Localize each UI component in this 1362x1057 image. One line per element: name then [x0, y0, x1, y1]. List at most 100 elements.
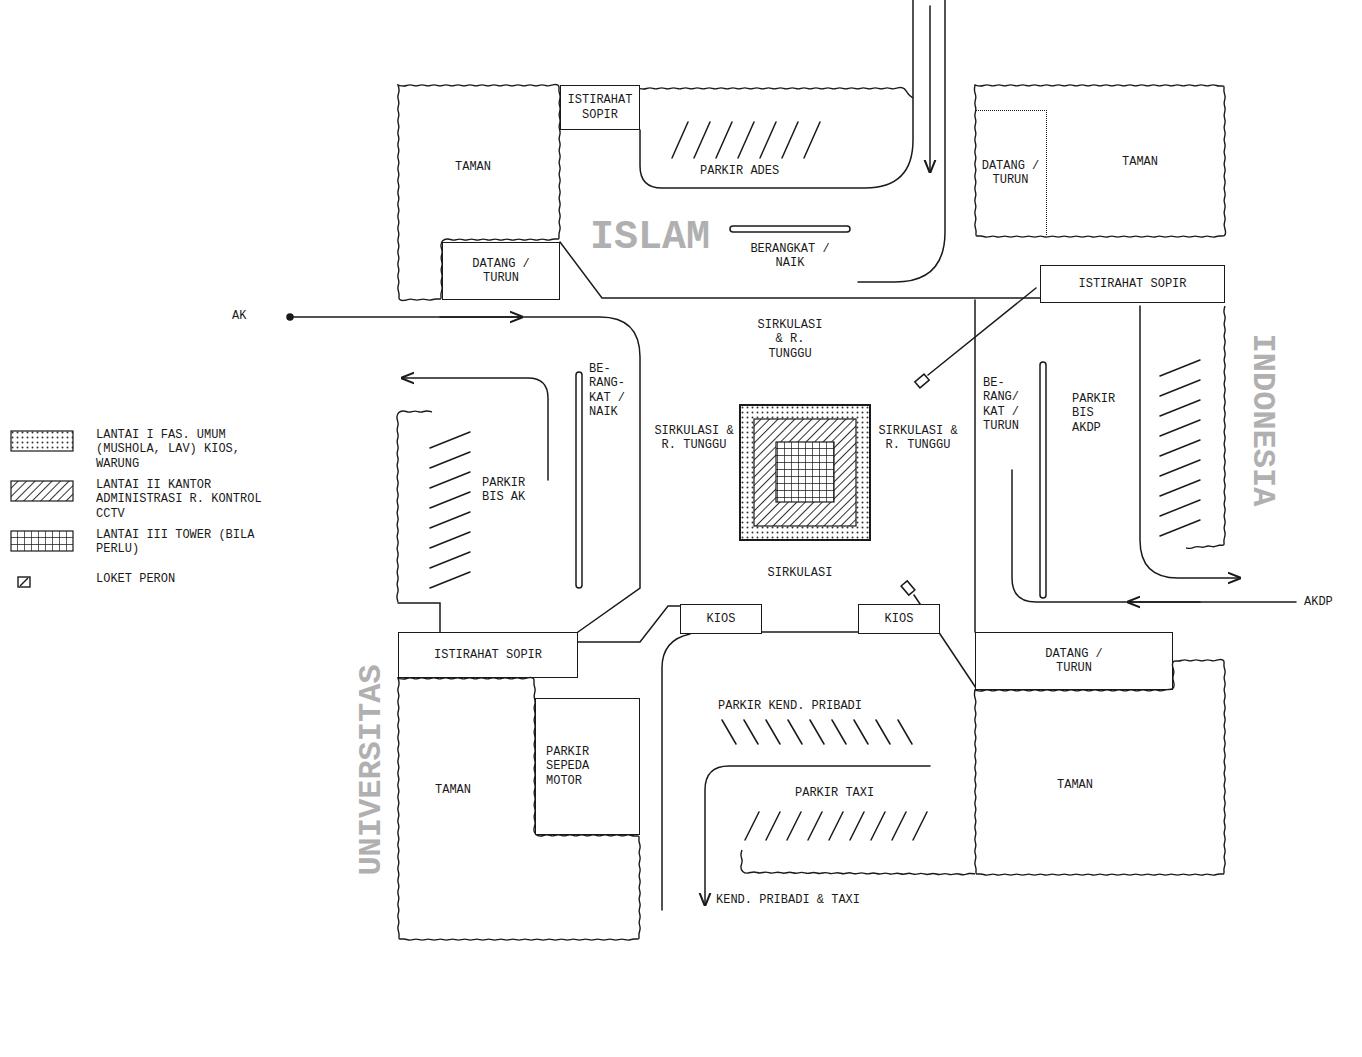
entry-arrow — [929, 6, 931, 172]
road-edge — [858, 0, 945, 282]
exit-arrow — [402, 378, 548, 480]
ticket-booth-box — [915, 374, 929, 388]
garden-edge — [741, 850, 975, 875]
kiosk-box: KIOS — [680, 604, 762, 634]
motorcycle-parking-box: PARKIR SEPEDA MOTOR — [535, 698, 640, 835]
ticket-booth-box — [901, 581, 915, 595]
parking-stripes — [745, 812, 927, 840]
lane-label: BERANGKAT / NAIK — [740, 242, 840, 271]
pattern-sample — [11, 431, 73, 451]
road-edge — [290, 317, 640, 632]
booth-symbol-slash — [20, 578, 28, 586]
road-edge — [1012, 470, 1296, 602]
garden-area: TAMAN — [398, 85, 560, 300]
garden-outline — [975, 85, 1225, 237]
legend-swatch — [10, 480, 76, 504]
area-label: PARKIR ADES — [700, 164, 820, 178]
ticket-booth — [901, 581, 915, 595]
garden-edge — [397, 411, 432, 602]
area-label: PARKIR KEND. PRIBADI — [718, 699, 878, 713]
watermark: ISLAM — [590, 214, 710, 262]
motorcycle-bar — [626, 736, 635, 808]
booth-symbol — [18, 577, 30, 587]
lane-label: BE- RANG- KAT / NAIK — [589, 362, 631, 420]
legend-swatch — [10, 430, 76, 454]
drop-off-box: DATANG / TURUN — [975, 110, 1047, 235]
area-label: PARKIR TAXI — [795, 786, 895, 800]
area-name: ISTIRAHAT SOPIR — [564, 93, 636, 122]
exit-arrow — [1140, 306, 1240, 578]
garden-outline — [398, 678, 640, 940]
garden-outline-path — [974, 85, 1225, 237]
road-edge — [640, 0, 913, 188]
garden-outline — [975, 660, 1225, 875]
driver-rest-box: ISTIRAHAT SOPIR — [1040, 265, 1225, 303]
area-label: SIRKULASI & R. TUNGGU — [876, 424, 960, 453]
garden-edges — [397, 87, 1225, 874]
route-label: AKDP — [1304, 595, 1354, 609]
area-name: ISTIRAHAT SOPIR — [1078, 277, 1186, 291]
garden-outline-path — [398, 677, 640, 940]
garden-area: TAMAN — [975, 660, 1225, 875]
parking-stripes — [672, 122, 820, 158]
ticket-booth — [915, 374, 929, 388]
pattern-sample — [11, 481, 73, 501]
area-name: TAMAN — [1020, 778, 1130, 792]
garden-area: TAMAN — [398, 678, 640, 940]
legend-swatch — [10, 530, 76, 554]
garden-outline-path — [398, 84, 560, 300]
drop-off-box: DATANG / TURUN — [442, 242, 560, 300]
area-name: TAMAN — [408, 783, 498, 797]
area-name: DATANG / TURUN — [1042, 647, 1106, 676]
platform-bar — [730, 226, 850, 232]
entry-arrow — [440, 316, 522, 318]
terminal-building — [740, 405, 870, 540]
floor-one — [740, 405, 870, 540]
drop-off-box: DATANG / TURUN — [975, 632, 1173, 690]
legend-swatch — [10, 574, 76, 598]
lane-label: BE- RANG/ KAT / TURUN — [983, 376, 1027, 434]
road-edge — [578, 606, 680, 642]
road-edge — [662, 634, 690, 910]
road-edge — [762, 631, 858, 633]
parking-stripes — [1160, 360, 1200, 536]
kiosk-box: KIOS — [858, 604, 940, 634]
area-name: ISTIRAHAT SOPIR — [434, 648, 542, 662]
route-label: AK — [232, 309, 262, 323]
parking-stripes — [430, 432, 470, 588]
floor-three — [776, 442, 834, 502]
entry-arrow — [1128, 601, 1200, 603]
road-edge — [560, 242, 1040, 298]
road-edge — [974, 300, 976, 632]
driver-rest-box: ISTIRAHAT SOPIR — [560, 85, 640, 130]
area-label: SIRKULASI — [760, 566, 840, 580]
garden-outline — [398, 85, 560, 300]
area-label: SIRKULASI & R. TUNGGU — [754, 318, 826, 361]
platform-bar — [1040, 362, 1046, 598]
parking-stripes — [722, 720, 912, 744]
area-name: DATANG / TURUN — [469, 257, 533, 286]
gate-line — [914, 595, 976, 688]
area-name: PARKIR SEPEDA MOTOR — [546, 745, 606, 788]
pattern-sample — [11, 531, 73, 551]
legend-text: LANTAI III TOWER (BILA PERLU) — [96, 528, 271, 557]
legend-text: LANTAI I FAS. UMUM (MUSHOLA, LAV) KIOS, … — [96, 428, 271, 471]
route-label: KEND. PRIBADI & TAXI — [716, 893, 876, 907]
area-label: PARKIR BIS AK — [482, 476, 536, 505]
garden-area: TAMAN DATANG / TURUN — [975, 85, 1225, 237]
garden-edge — [1186, 306, 1225, 548]
area-label: PARKIR BIS AKDP — [1072, 392, 1126, 435]
floor-two — [754, 419, 856, 526]
garden-edge — [638, 87, 913, 98]
exit-arrow — [705, 766, 930, 905]
driver-rest-box: ISTIRAHAT SOPIR — [398, 632, 578, 678]
area-name: TAMAN — [418, 160, 528, 174]
area-name: KIOS — [707, 612, 736, 626]
area-name: TAMAN — [1085, 155, 1195, 169]
gate-line — [928, 288, 1036, 375]
area-name: DATANG / TURUN — [979, 159, 1043, 188]
platform-bar — [576, 372, 582, 588]
road-edge — [398, 603, 440, 632]
area-name: KIOS — [885, 612, 914, 626]
